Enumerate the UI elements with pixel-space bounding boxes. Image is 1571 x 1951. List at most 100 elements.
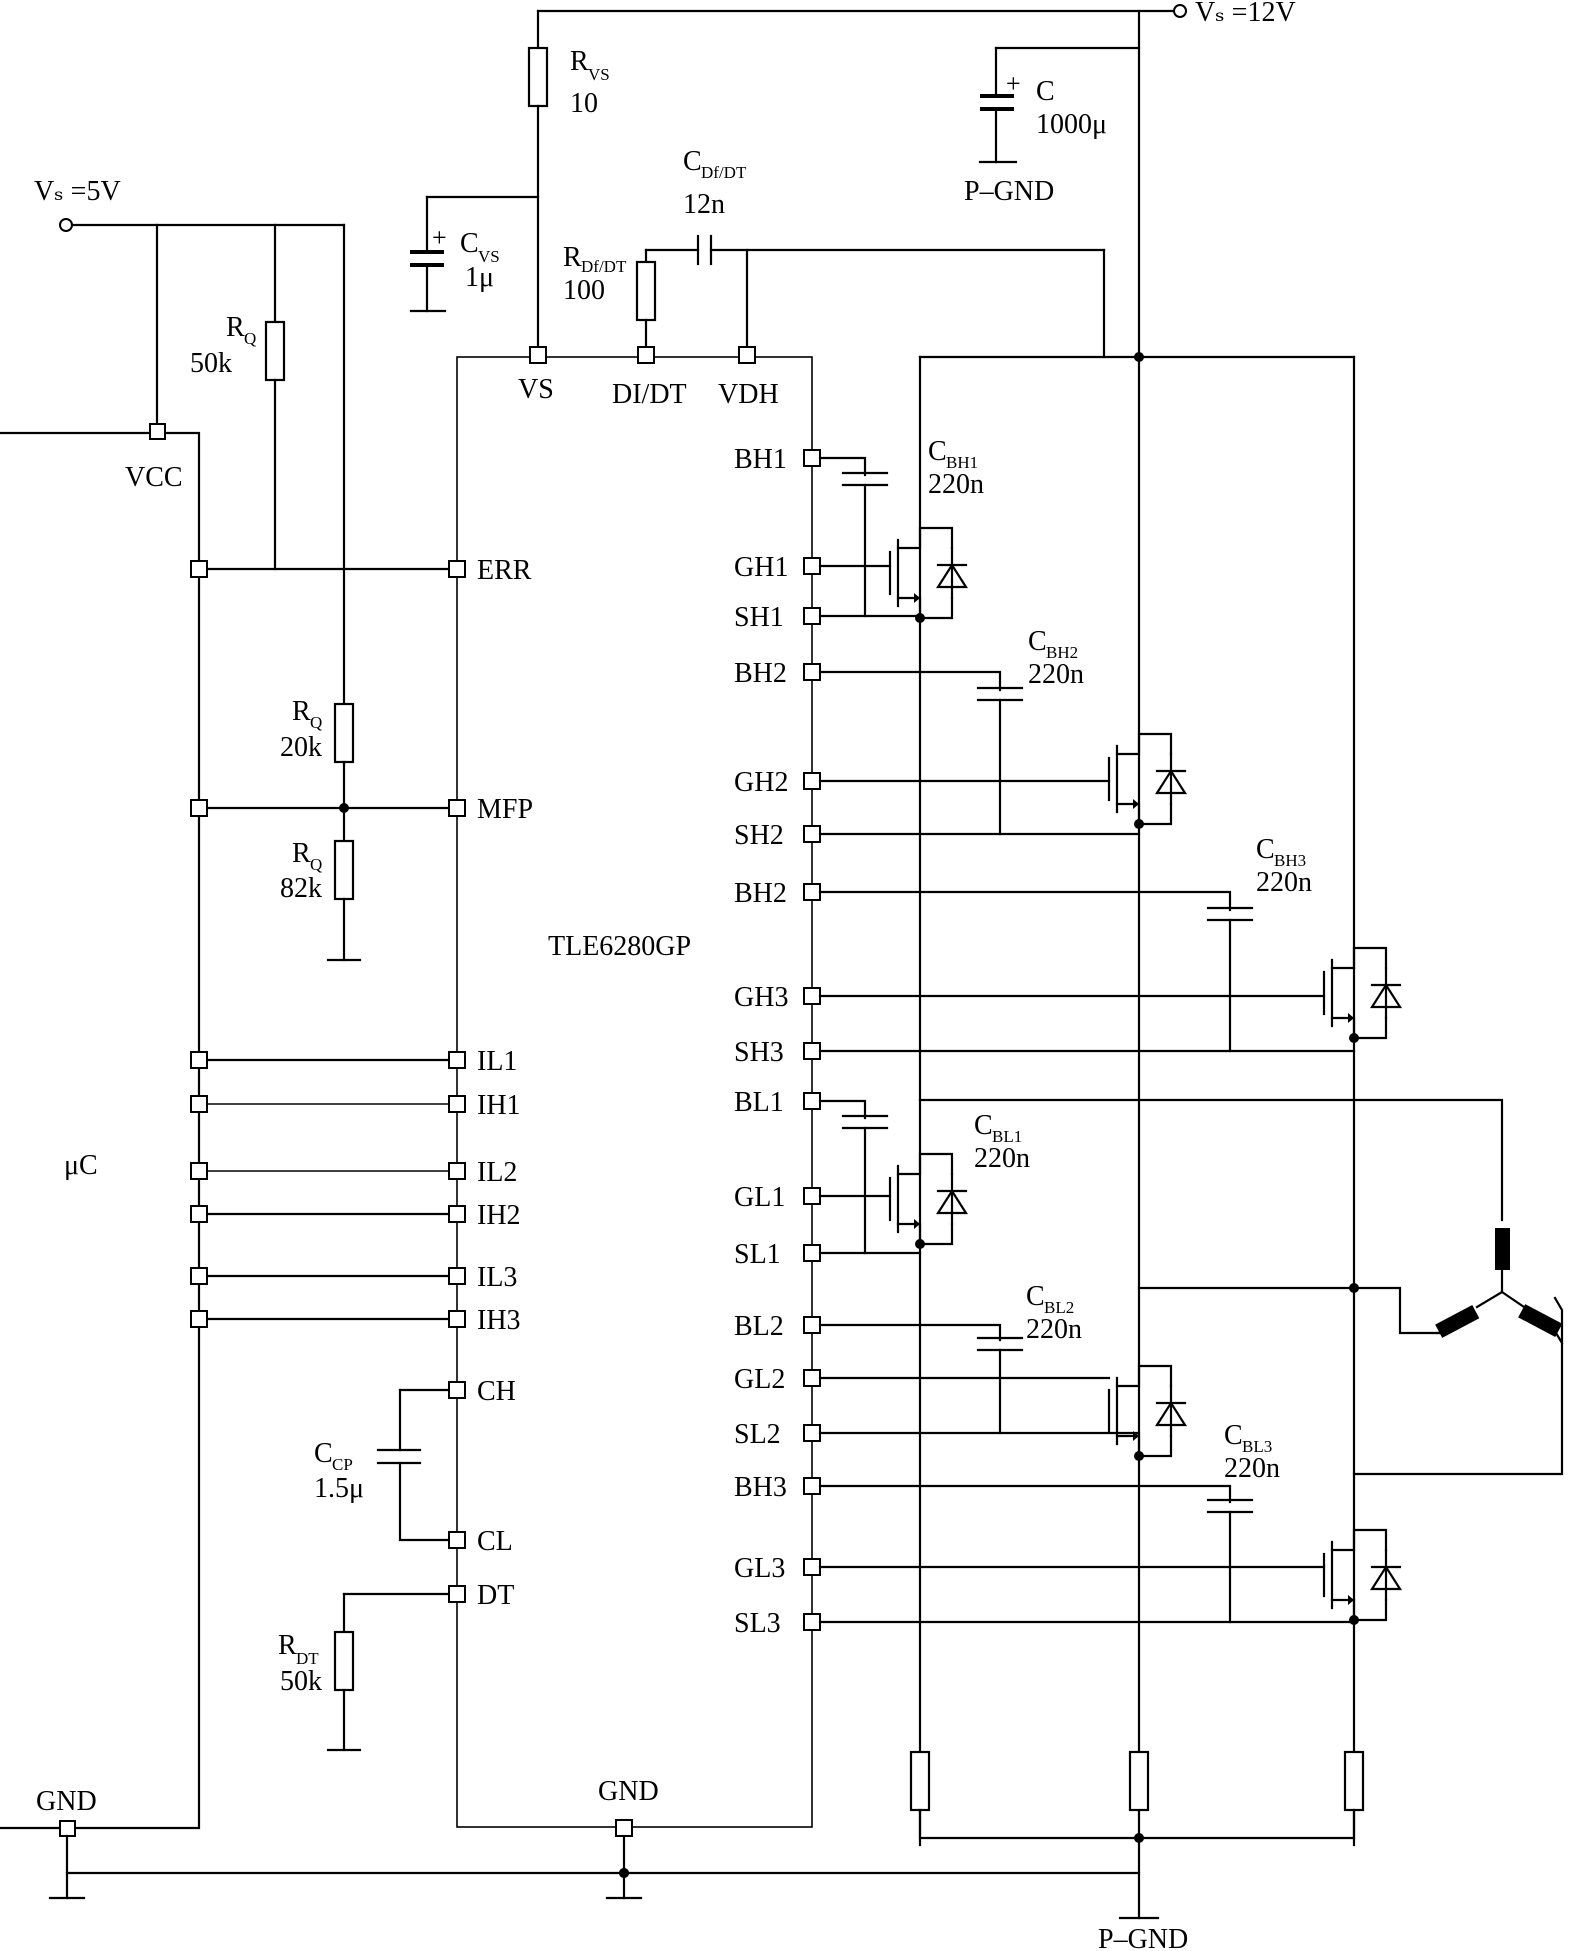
ic-pin-bh1-0 [803,449,821,467]
tle6280gp-ic: TLE6280GP VS DI/DT VDH GND ERRMFPIL1IH1I… [448,346,821,1900]
ic-pin-gl2-13 [803,1369,821,1387]
r-df-sub: Df/DT [581,257,627,276]
cbl3-value: 220n [1224,1453,1280,1484]
c-df-value: 12n [683,189,725,220]
r-q2-sub: Q [310,713,322,732]
uc-vcc-pin [149,423,166,440]
supply-12v-section: Vₛ =12V + C 1000μ P–GND R VS 10 + C VS 1… [409,0,1296,1920]
ic-pin-bh2-3 [803,663,821,681]
c-bulk-value: 1000μ [1036,109,1107,140]
c-df-sub: Df/DT [701,163,747,182]
uc-gnd-pin [59,1820,76,1837]
ic-pin-bh2-6 [803,883,821,901]
ic-pin-gl1-10 [803,1187,821,1205]
r-dt [333,1630,355,1692]
ic-pin-label-err: ERR [477,555,532,586]
c-vs-value: 1μ [465,262,494,293]
ic-pin-cl [448,1531,466,1549]
ic-pin-dt [448,1585,466,1603]
ic-pin-label-cl: CL [477,1526,513,1557]
ic-pin-label-ih3: IH3 [477,1305,521,1336]
c-cp-name: C [314,1438,333,1469]
c-vs-name: C [460,228,479,259]
ic-pin-bl1-9 [803,1092,821,1110]
ic-pin-il3 [448,1267,466,1285]
cbl1-name: C [974,1110,993,1141]
r-q3 [333,839,355,901]
ic-pin-label-vs: VS [518,374,554,405]
ic-pin-label-gh1-1: GH1 [734,552,788,583]
ic-right-pins: BH1GH1SH1BH2GH2SH2BH2GH3SH3BL1GL1SL1BL2G… [734,444,821,1639]
uc-pin-err [190,560,208,578]
vs12-label: Vₛ =12V [1195,0,1296,28]
ic-pin-label-ih2: IH2 [477,1200,521,1231]
ic-pin-ih1 [448,1095,466,1113]
cbh2-name: C [1028,626,1047,657]
r-df-name: R [563,242,582,273]
ic-pin-sl3-17 [803,1613,821,1631]
c-bulk-bottom-plate [980,107,1014,111]
cbl1-value: 220n [974,1143,1030,1174]
c-vs-sub: VS [478,247,500,266]
uc-pin-il2 [190,1162,208,1180]
ic-pin-label-sl2-14: SL2 [734,1419,781,1450]
mosfet-3 [1322,946,1403,1043]
ic-pin-mfp [448,799,466,817]
uc-vcc-label: VCC [125,462,183,493]
r-vs-sub: VS [588,65,610,84]
shunt-resistor-2 [1128,1750,1150,1812]
ic-pin-label-il1: IL1 [477,1046,517,1077]
c-bulk-plus: + [1006,69,1021,98]
ic-pin-label-sh1-2: SH1 [734,602,784,633]
ic-pin-label-ih1: IH1 [477,1090,521,1121]
cbl2-sub: BL2 [1044,1298,1074,1317]
supply-5v-section: Vₛ =5V R Q 50k R Q 20k R Q 82k VCC μC GN… [0,176,1141,1900]
gate-wire-9 [818,1099,867,1120]
ic-pin-label-dt: DT [477,1580,514,1611]
r-q3-value: 82k [280,873,322,904]
ic-pin-label-bh2-3: BH2 [734,658,787,689]
ic-pin-label-il3: IL3 [477,1262,517,1293]
c-vs-bottom-plate [410,263,444,267]
ic-pin-label-gl3-16: GL3 [734,1553,785,1584]
ic-pin-label-didt: DI/DT [612,379,687,410]
r-q1-sub: Q [244,329,256,348]
mosfet-4 [888,1152,969,1249]
ic-pin-il2 [448,1162,466,1180]
shunt-resistor-1 [909,1750,931,1812]
uc-pin-ih1 [190,1095,208,1113]
cbh3-value: 220n [1256,867,1312,898]
ic-pin-label-ch: CH [477,1376,516,1407]
ic-pin-label-bh1-0: BH1 [734,444,787,475]
gate-wire-15 [818,1484,1232,1504]
c-vs-plus: + [432,223,447,252]
cbh2-value: 220n [1028,659,1084,690]
ic-pin-ch [448,1381,466,1399]
ic-pin-label-bl1-9: BL1 [734,1087,784,1118]
ic-pin-gh2-4 [803,772,821,790]
ic-pin-label-vdh: VDH [718,379,779,410]
uc-gnd-label: GND [36,1786,97,1817]
ic-pin-gl3-16 [803,1558,821,1576]
ic-pin-label-gl2-13: GL2 [734,1364,785,1395]
uc-pin-ih2 [190,1205,208,1223]
r-q1 [264,320,286,382]
r-q1-value: 50k [190,348,232,379]
ic-pin-label-mfp: MFP [477,794,533,825]
ic-pin-label-bl2-12: BL2 [734,1311,784,1342]
mosfet-6 [1322,1528,1403,1625]
ic-pin-sl2-14 [803,1424,821,1442]
c-df-name: C [683,146,702,177]
cbl2-value: 220n [1026,1314,1082,1345]
gate-wire-group [818,456,1356,1624]
ic-pin-il1 [448,1051,466,1069]
cbh3-name: C [1256,834,1275,865]
